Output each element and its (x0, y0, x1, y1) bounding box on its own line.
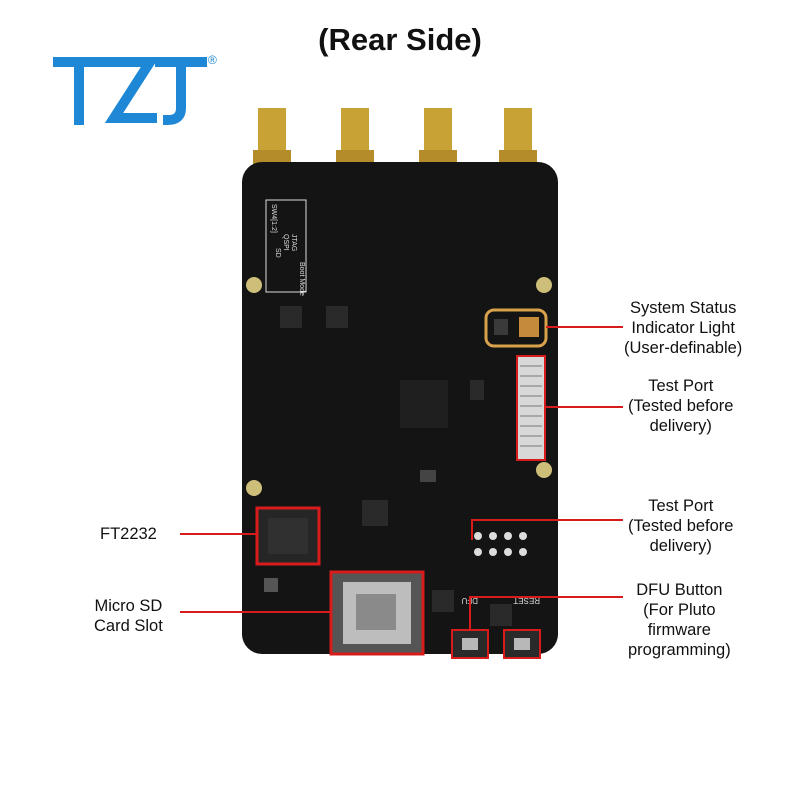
test-port-2-pads (474, 532, 527, 556)
silk-switch: SW4[1:2] (270, 204, 277, 233)
label-dfu-button: DFU Button (For Pluto firmware programmi… (628, 581, 731, 659)
boot-mode-table: Boot Mode SW4[1:2] JTAG QSPI SD (265, 199, 307, 296)
status-led (519, 317, 539, 337)
test-port-1-pins (520, 365, 542, 447)
tzt-logo: ® (53, 53, 217, 126)
board-components (264, 306, 512, 626)
silk-qspi: QSPI (282, 234, 289, 251)
label-status-light: System Status Indicator Light (User-defi… (624, 299, 743, 357)
label-ft2232: FT2232 (100, 525, 157, 543)
registered-mark: ® (208, 53, 217, 67)
callout-dfu-button (469, 596, 623, 630)
status-led-left (494, 319, 508, 335)
callout-test-port-2 (471, 519, 623, 540)
mounting-holes (246, 277, 552, 496)
reset-button-cap (514, 638, 530, 650)
micro-sd-pattern (356, 594, 396, 630)
dfu-button-cap (462, 638, 478, 650)
label-test-port-1: Test Port (Tested before delivery) (628, 377, 734, 435)
silk-jtag: JTAG (290, 234, 297, 251)
callout-lines (180, 326, 623, 630)
silk-reset: RESET (513, 596, 540, 605)
label-micro-sd: Micro SD Card Slot (94, 597, 163, 635)
ft2232-die (268, 518, 308, 554)
label-test-port-2: Test Port (Tested before delivery) (628, 497, 734, 555)
test-port-1-header (516, 355, 546, 461)
page-title: (Rear Side) (318, 22, 482, 57)
silk-sd: SD (274, 248, 281, 258)
silk-boot-mode: Boot Mode (298, 262, 305, 296)
